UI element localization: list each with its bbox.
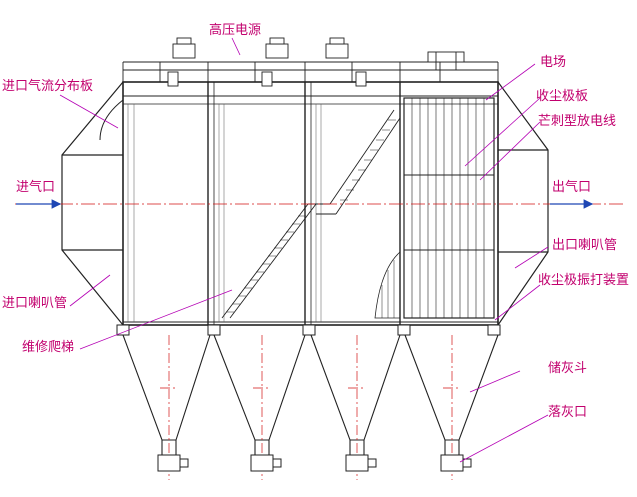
discharge-electrodes xyxy=(127,104,322,322)
label-outlet-horn: 出口喇叭管 xyxy=(552,238,618,253)
hv-transformers xyxy=(167,37,465,87)
hopper-centerlines xyxy=(160,335,461,480)
column-supports xyxy=(116,324,501,336)
label-hv-power: 高压电源 xyxy=(209,23,262,38)
roof-railing xyxy=(122,61,499,82)
collector-plates xyxy=(374,97,495,319)
label-ladder: 维修爬梯 xyxy=(22,340,75,355)
label-inlet: 进气口 xyxy=(16,180,56,195)
inlet-horn xyxy=(61,81,124,326)
label-inlet-distribution-plate: 进口气流分布板 xyxy=(2,79,94,94)
label-outlet: 出气口 xyxy=(552,180,592,195)
ash-discharge-valves xyxy=(157,454,472,472)
maintenance-ladder xyxy=(221,109,401,319)
label-collector-plate: 收尘极板 xyxy=(536,89,589,104)
ash-hoppers xyxy=(122,334,499,455)
label-barbed-wire: 芒刺型放电线 xyxy=(538,114,617,129)
precipitator-casing xyxy=(122,81,499,326)
label-inlet-horn: 进口喇叭管 xyxy=(2,296,68,311)
label-rapping-device: 收尘极振打装置 xyxy=(538,273,630,288)
leader-lines xyxy=(59,37,549,463)
label-field: 电场 xyxy=(540,55,567,70)
label-ash-outlet: 落灰口 xyxy=(548,405,588,420)
label-hopper: 储灰斗 xyxy=(548,361,588,376)
